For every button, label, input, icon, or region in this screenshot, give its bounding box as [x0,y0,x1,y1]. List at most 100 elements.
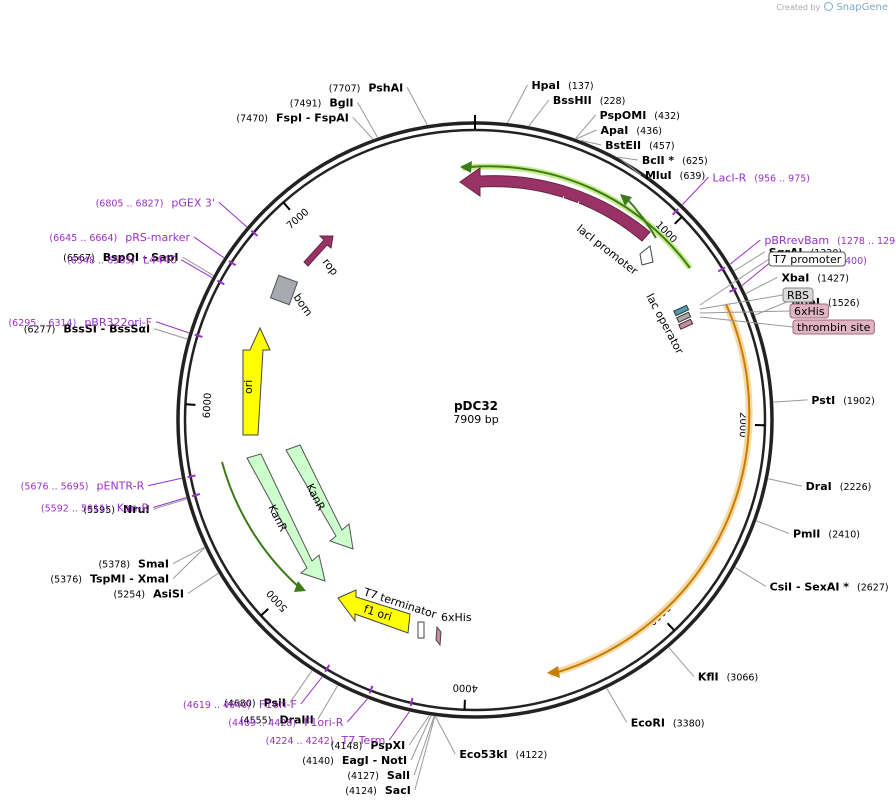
boxed-feature-leader [699,310,791,314]
site-position: (6548 .. 6565) [67,256,135,267]
site-name: AsiSI [153,588,184,601]
boxed-feature-text: T7 promoter [772,253,842,266]
enzyme-label[interactable]: Eco53kI(4122) [459,748,547,761]
enzyme-label[interactable]: BssHII(228) [553,94,625,107]
site-name: PspOMI [600,109,647,122]
site-position: (457) [649,141,675,152]
f1-ori-arrow [337,589,411,634]
primer-site-mark [368,685,374,694]
lacI-green-orf-line [469,165,691,269]
enzyme-leader [773,399,808,403]
enzyme-leader [413,716,435,776]
enzyme-leader [768,478,802,487]
boxed-feature-leader [699,316,794,328]
enzyme-leader [357,102,378,138]
site-position: (137) [568,81,594,92]
enzyme-label[interactable]: (5378)SmaI [98,558,169,571]
features [221,161,753,678]
enzyme-label[interactable]: (4124)SacI [345,784,411,797]
primer-leader [193,236,225,259]
site-position: (2627) [857,582,889,593]
enzyme-label[interactable]: (5254)AsiSI [114,588,184,601]
primer-label[interactable]: (6645 .. 6664)pRS-marker [49,231,190,244]
enzyme-label[interactable]: (4680)PsiI [224,697,286,710]
site-position: (436) [636,126,662,137]
enzyme-label[interactable]: PspOMI(432) [600,109,680,122]
primer-site-mark [671,208,679,216]
credit-brand: SnapGene [836,2,888,13]
site-name: EcoRI [631,717,665,730]
primer-label[interactable]: (4619 .. 4640)F1ori-F [183,698,297,711]
enzyme-label[interactable]: MluI(639) [645,169,705,182]
primer-leader [148,477,182,487]
enzyme-label[interactable]: (6277)BssSI - BssSαI [24,323,150,336]
boxed-feature-label[interactable]: T7 promoter [768,251,846,267]
enzyme-label[interactable]: DraI(2226) [806,480,872,493]
primer-label[interactable]: (6295 .. 6314)pBR322ori-F [8,316,152,329]
enzyme-label[interactable]: PstI(1902) [811,394,874,407]
site-name: Kan-R [117,502,150,515]
site-name: BssHII [553,94,592,107]
primer-label[interactable]: (4224 .. 4242)T7 Term [266,734,386,747]
enzyme-label[interactable]: CsiI - SexAI *(2627) [770,580,889,593]
enzyme-label[interactable]: (7470)FspI - FspAI [236,111,348,124]
site-name: FspI - FspAI [276,111,349,124]
enzyme-leader [668,647,695,677]
enzyme-label[interactable]: (7491)BglI [290,96,354,109]
site-name: BclI * [642,154,675,167]
enzyme-label[interactable]: (4148)PspXI [331,739,405,752]
enzyme-label[interactable]: PmlI(2410) [793,528,860,541]
enzyme-label[interactable]: (4555)DraIII [240,713,314,726]
enzyme-label[interactable]: (5376)TspMI - XmaI [50,573,169,586]
tick-label-6000: 6000 [202,392,214,418]
site-position: (956 .. 975) [754,173,810,184]
boxed-feature-label[interactable]: thrombin site [792,319,875,335]
enzyme-leader [434,716,456,755]
tick-mark-1000 [674,216,683,225]
enzyme-label[interactable]: (4140)EagI - NotI [302,754,407,767]
enzyme-leader [733,251,765,272]
primer-label[interactable]: (6805 .. 6827)pGEX 3' [96,196,215,209]
cds-orange-line [557,303,751,673]
site-position: (639) [680,171,706,182]
enzyme-label[interactable]: (5595)NruI [83,503,149,516]
kanr-outer-arrow [294,581,306,592]
sixhis-box [678,318,694,330]
boxed-feature-box [768,251,846,267]
ori-arrow [242,326,271,436]
enzyme-label[interactable]: (4127)SalI [347,769,410,782]
enzyme-label[interactable]: BstEII(457) [605,139,674,152]
enzyme-label[interactable]: (6567)BspQI - SapI [63,251,178,264]
enzyme-label[interactable]: HpaI(137) [531,79,593,92]
site-name: SmaI [138,558,169,571]
plasmid-length: 7909 bp [453,413,498,426]
enzyme-leader [581,140,602,146]
site-position: (4409 .. 4428) [228,718,296,729]
site-name: PshAI [368,81,403,94]
enzyme-label[interactable]: XbaI(1427) [781,271,848,284]
enzyme-leader [153,498,187,510]
enzyme-label[interactable]: BclI *(625) [642,154,708,167]
enzyme-label[interactable]: ApaI(436) [601,124,662,137]
boxed-feature-label[interactable]: 6xHis [789,303,830,319]
primer-label[interactable]: (5592 .. 5611)Kan-R [41,502,150,515]
site-name: XbaI [781,271,809,284]
primer-label[interactable]: (5676 .. 5695)pENTR-R [21,480,145,493]
primer-label[interactable]: LacI-R(956 .. 975) [712,171,810,184]
site-position: (4680) [224,699,256,710]
primer-label[interactable]: (4409 .. 4428)F1ori-R [228,716,343,729]
enzyme-label[interactable]: KflI(3066) [698,670,758,683]
site-position: (6277) [24,325,56,336]
site-name: Eco53kI [459,748,507,761]
site-name: NruI [123,503,150,516]
primer-label[interactable]: pBRrevBam(1278 .. 1297) [764,234,896,247]
enzyme-leader [617,156,638,161]
enzyme-label[interactable]: EcoRI(3380) [631,717,705,730]
enzyme-label[interactable]: (7707)PshAI [329,81,403,94]
primer-label[interactable]: (6548 .. 6565)L4440 [67,254,177,267]
site-position: (1278 .. 1297) [837,236,896,247]
plasmid-name: pDC32 [454,399,498,413]
boxed-feature-label[interactable]: RBS [782,287,814,303]
boxed-feature-leader [699,258,770,306]
